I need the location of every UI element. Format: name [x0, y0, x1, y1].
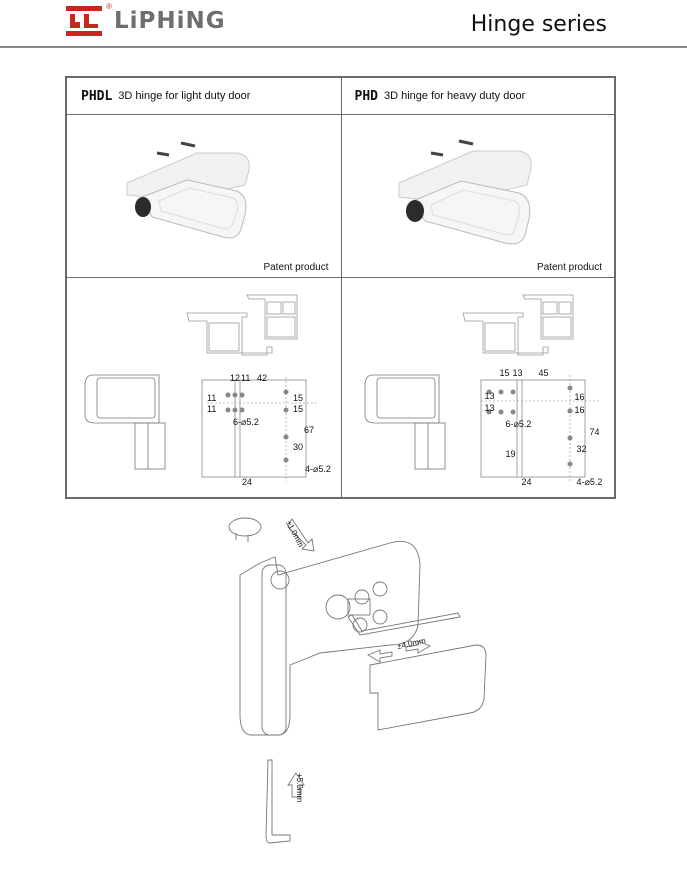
product-column-phd: PHD 3D hinge for heavy duty door Patent … [340, 78, 615, 497]
technical-drawing: 15 13 45 13 13 16 16 74 32 24 6-⌀5.2 4-⌀… [341, 277, 615, 497]
page-title: Hinge series [470, 12, 607, 37]
dim-top-3: 42 [257, 373, 268, 383]
dim-right-2: 15 [293, 404, 304, 414]
product-title: PHDL 3D hinge for light duty door [67, 78, 341, 115]
dim-right-2: 16 [574, 405, 585, 415]
product-photo: Patent product [67, 115, 341, 278]
dim-left-1: 11 [207, 393, 217, 403]
hole-spec-right: 4-⌀5.2 [576, 477, 603, 487]
dim-top-1: 12 [230, 373, 241, 383]
dim-right-spacing: 30 [293, 442, 304, 452]
liphing-logo-icon [66, 6, 102, 36]
hole-spec-right: 4-⌀5.2 [305, 464, 331, 474]
dim-right-1: 16 [574, 392, 585, 402]
product-column-phdl: PHDL 3D hinge for light duty door Patent… [67, 78, 342, 497]
product-code: PHDL [81, 88, 113, 104]
brand-name: LiPHiNG [114, 8, 226, 34]
hinge-photo-icon [398, 139, 532, 245]
exploded-view-diagram: ±1.0mm ±4.0mm +5.0mm [220, 505, 500, 875]
dim-right-spacing: 32 [576, 444, 587, 454]
hinge-exploded-icon [228, 517, 487, 844]
profile-section-icon [364, 294, 599, 482]
hole-spec-left: 6-⌀5.2 [233, 417, 259, 427]
brand-logo: ® LiPHiNG [66, 2, 246, 38]
product-title: PHD 3D hinge for heavy duty door [340, 78, 614, 115]
product-photo: Patent product [340, 115, 614, 278]
product-description: 3D hinge for light duty door [118, 90, 251, 102]
registered-mark: ® [106, 2, 112, 11]
dim-top-1: 15 [499, 368, 510, 378]
profile-section-icon [84, 294, 317, 482]
product-code: PHD [354, 88, 378, 104]
dim-left-2: 13 [484, 403, 495, 413]
dim-left-1: 13 [484, 391, 495, 401]
hinge-photo-icon [126, 141, 250, 239]
dim-right-1: 15 [293, 393, 304, 403]
patent-caption: Patent product [536, 262, 602, 273]
patent-caption: Patent product [263, 262, 329, 273]
dim-right-height: 67 [304, 425, 315, 435]
hole-spec-left: 6-⌀5.2 [505, 419, 532, 429]
dim-bottom: 24 [242, 477, 253, 487]
spec-table: PHDL 3D hinge for light duty door Patent… [65, 76, 616, 499]
dim-bottom: 24 [521, 477, 532, 487]
dim-top-2: 13 [512, 368, 523, 378]
dim-top-2: 11 [241, 373, 251, 383]
center-dim: 19 [505, 449, 516, 459]
dim-top-3: 45 [538, 368, 549, 378]
technical-drawing: 12 11 42 11 11 15 15 67 30 24 6-⌀5.2 4-⌀… [67, 277, 341, 497]
height-adjust-label: +5.0mm [295, 773, 304, 803]
product-description: 3D hinge for heavy duty door [383, 90, 526, 102]
dim-right-height: 74 [589, 427, 600, 437]
page-header: ® LiPHiNG Hinge series [0, 0, 687, 48]
dim-left-2: 11 [207, 404, 217, 414]
